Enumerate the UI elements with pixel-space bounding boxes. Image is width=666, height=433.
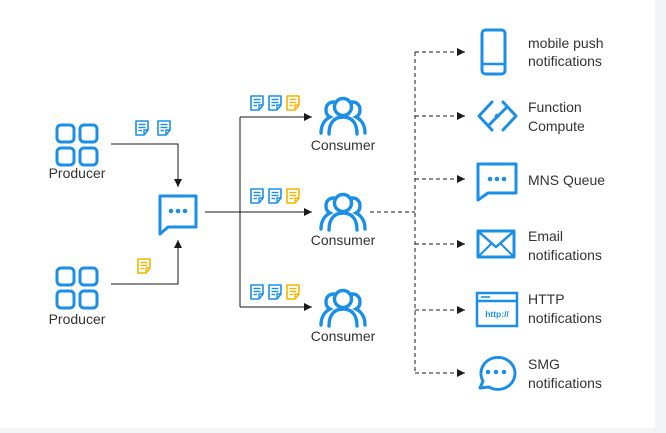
message-group-1 [250, 95, 300, 111]
consumer-1-label: Consumer [311, 137, 376, 153]
message-doc-icon [250, 284, 264, 300]
target-smg: SMG notifications [478, 355, 602, 391]
target-email-line1: Email [528, 228, 563, 244]
message-doc-icon [137, 258, 151, 274]
mobile-phone-icon [480, 28, 507, 76]
target-http-line2: notifications [528, 310, 602, 326]
target-mobile-push: mobile push notifications [480, 28, 604, 76]
producer-2: Producer [49, 266, 106, 327]
users-icon [319, 288, 367, 328]
target-function-compute: Function Compute [477, 99, 585, 134]
target-smg-line1: SMG [528, 356, 560, 372]
target-smg-line2: notifications [528, 375, 602, 391]
message-doc-icon [286, 188, 300, 204]
target-mns-queue: MNS Queue [476, 162, 605, 202]
message-group-3 [250, 284, 300, 300]
target-mns-queue-line1: MNS Queue [528, 172, 605, 188]
message-doc-icon [268, 284, 282, 300]
consumer-3: Consumer [311, 288, 376, 344]
consumer-to-target-connector [370, 48, 465, 377]
message-topic-icon [158, 194, 198, 236]
message-doc-icon [250, 95, 264, 111]
message-doc-icon [286, 284, 300, 300]
consumer-2-label: Consumer [311, 232, 376, 248]
target-mobile-push-line1: mobile push [528, 35, 604, 51]
users-icon [319, 96, 367, 136]
target-email-line2: notifications [528, 247, 602, 263]
message-doc-icon [157, 120, 171, 136]
consumer-3-label: Consumer [311, 328, 376, 344]
target-http-line1: HTTP [528, 291, 565, 307]
users-icon [319, 192, 367, 232]
producer-1: Producer [49, 123, 106, 181]
producer-to-topic-connector [111, 143, 182, 285]
message-doc-icon [268, 188, 282, 204]
producer-1-label: Producer [49, 165, 106, 181]
target-function-compute-line2: Compute [528, 118, 585, 134]
message-doc-icon [135, 120, 149, 136]
grid-icon [55, 123, 99, 167]
sms-chat-icon [478, 355, 517, 391]
email-envelope-icon [476, 229, 516, 259]
message-doc-icon [250, 188, 264, 204]
producer-2-label: Producer [49, 311, 106, 327]
page-edge-strip [655, 0, 666, 428]
consumer-1: Consumer [311, 96, 376, 153]
target-function-compute-line1: Function [528, 99, 582, 115]
topic-to-consumer-connector [205, 113, 312, 311]
http-icon-text: http:// [485, 309, 509, 319]
message-flow-diagram: Producer Producer [49, 28, 605, 391]
message-doc-icon [286, 95, 300, 111]
consumer-2: Consumer [311, 192, 376, 248]
target-email: Email notifications [476, 228, 602, 263]
message-group-2 [250, 188, 300, 204]
http-browser-icon: http:// [475, 291, 519, 328]
function-compute-icon [477, 100, 518, 132]
diagram-canvas: Producer Producer [0, 0, 655, 428]
message-doc-icon [268, 95, 282, 111]
target-http: http:// HTTP notifications [475, 291, 602, 328]
mns-queue-icon [476, 162, 518, 202]
target-mobile-push-line2: notifications [528, 53, 602, 69]
grid-icon [55, 266, 99, 310]
